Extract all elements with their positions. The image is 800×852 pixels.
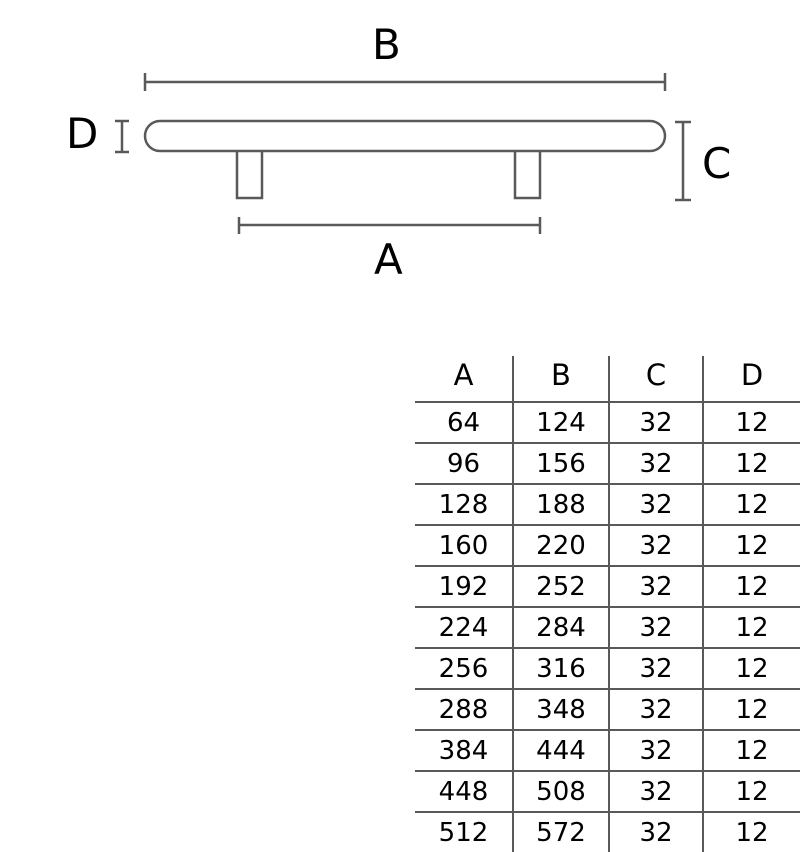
table-cell: 32 [609,402,704,444]
table-cell: 316 [513,648,610,690]
table-cell: 64 [415,402,514,444]
table-cell: 572 [513,812,610,852]
handle-bar [143,119,667,153]
table-cell: 32 [609,812,704,852]
table-cell: 32 [609,484,704,526]
table-cell: 12 [703,525,800,567]
table-cell: 12 [735,817,769,848]
table-cell: 12 [703,443,800,485]
table-cell: 12 [703,607,800,649]
column-header-d: D [703,356,800,403]
table-cell: 32 [609,730,704,772]
table-cell: 32 [609,648,704,690]
table-cell: 224 [415,607,514,649]
dimension-line-d [115,119,129,154]
dimension-label-c: C [702,139,732,188]
table-cell: 12 [703,648,800,690]
table-cell: 444 [513,730,610,772]
table-cell: 156 [513,443,610,485]
table-cell: 12 [703,566,800,608]
table-cell: 32 [609,771,704,813]
table-cell: 124 [513,402,610,444]
table-cell: 160 [415,525,514,567]
table-cell: 96 [415,443,514,485]
dimension-line-c [675,120,691,202]
column-header-a: A [415,356,514,403]
table-cell: 192 [415,566,514,608]
table-cell: 508 [513,771,610,813]
table-cell: 12 [703,402,800,444]
table-cell: 12 [703,484,800,526]
dimension-label-a: A [374,235,403,284]
handle-leg-right [513,146,542,200]
table-cell: 288 [415,689,514,731]
table-cell: 32 [609,443,704,485]
table-cell: 256 [415,648,514,690]
table-cell: 12 [703,730,800,772]
handle-diagram-svg [115,73,691,234]
dimension-line-a [237,217,542,234]
table-cell: 448 [415,771,514,813]
dimension-line-b [143,73,667,91]
table-cell: 128 [415,484,514,526]
table-cell: 512 [415,812,514,852]
dimension-label-d: D [66,109,99,158]
handle-leg-left [235,146,264,200]
table-cell: 12 [703,689,800,731]
technical-drawing: B D C A [0,0,800,320]
column-header-c: C [609,356,704,403]
table-cell: 32 [609,566,704,608]
table-cell: 284 [513,607,610,649]
table-cell: 32 [609,689,704,731]
table-header-row: A B C D [415,356,800,403]
column-header-b: B [513,356,610,403]
table-cell: 252 [513,566,610,608]
table-cell: 348 [513,689,610,731]
dimension-label-b: B [372,20,401,69]
table-cell: 32 [609,525,704,567]
table-cell: 220 [513,525,610,567]
table-cell: 12 [703,771,800,813]
table-cell: 384 [415,730,514,772]
table-cell: 32 [609,607,704,649]
table-cell: 188 [513,484,610,526]
